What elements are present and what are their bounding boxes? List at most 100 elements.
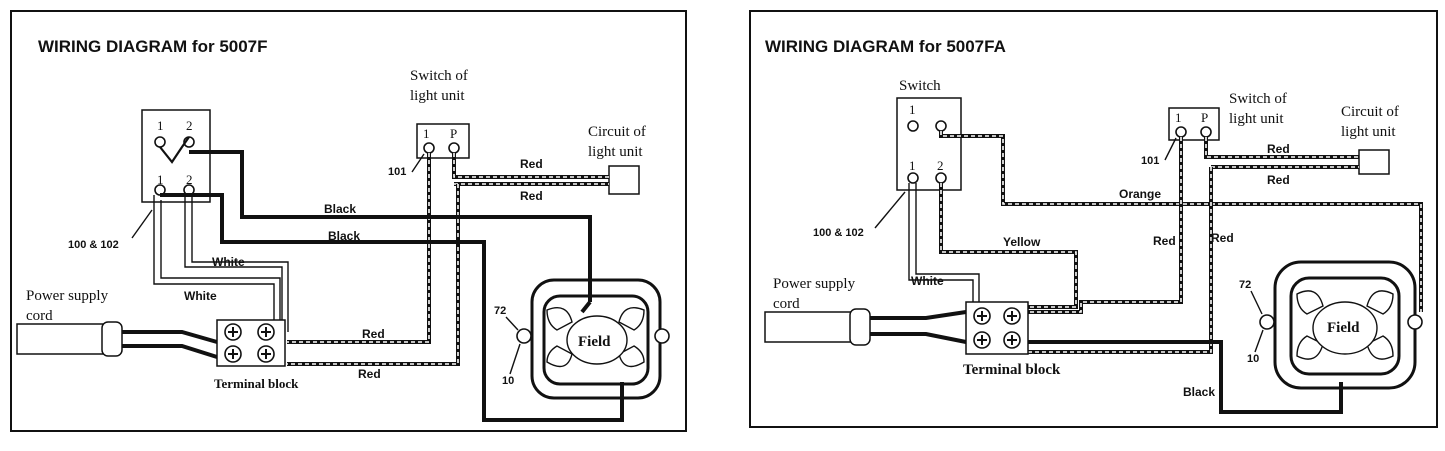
switch-terminal-label: 2 [186,118,193,133]
light-unit-circuit [1358,149,1390,175]
power-cord-label: cord [773,296,800,312]
switch-terminal-label: 2 [937,158,944,173]
light-switch-terminal [1200,126,1212,138]
light-switch-terminal [1175,126,1187,138]
circuit-title: Circuit of [1341,104,1399,120]
field-label: Field [1327,320,1360,336]
power-cord-label: Power supply [773,276,856,292]
switch-terminal [907,120,919,132]
switch-terminal-label: 1 [157,172,164,187]
light-switch-title: Switch of [410,68,468,84]
light-switch-title: Switch of [1229,91,1287,107]
wire-red [287,153,431,344]
wire-label-white: White [184,289,217,303]
light-switch-label: 1 [1175,110,1182,125]
wire-label-red: Red [362,327,385,341]
wire-black [189,150,592,302]
wire-white [908,183,974,308]
light-switch-ref: 101 [1141,155,1159,167]
leader-line [1250,290,1263,315]
switch-title: Switch [899,78,941,94]
wire-black [160,193,624,422]
switch-terminal-label: 1 [909,158,916,173]
power-cord-wire [870,310,967,320]
wire-label-red: Red [358,367,381,381]
wire-black [1026,340,1343,414]
switch-terminal [154,136,166,148]
leader-line [1164,137,1177,161]
wire-label-red: Red [1267,173,1290,187]
terminal-screw [973,307,991,325]
diagram-5007fa-canvas: WIRING DIAGRAM for 5007FA Switch 1 1 2 1… [764,37,1423,414]
light-switch-label: P [1201,110,1208,125]
terminal-screw [257,345,275,363]
leader-line [509,343,521,375]
main-switch [896,97,962,191]
terminal-screw [224,323,242,341]
power-cord-wire [122,330,218,344]
leader-line [411,153,425,173]
circuit-title: Circuit of [588,124,646,140]
switch-terminal-label: 1 [157,118,164,133]
leader-line [874,191,906,229]
wire-white [184,195,283,332]
switch-ref-label: 100 & 102 [68,239,119,251]
light-switch-ref: 101 [388,166,406,178]
power-cord-plug [764,311,854,343]
wire-label-black: Black [324,202,356,216]
switch-ref-label: 100 & 102 [813,227,864,239]
switch-terminal [935,120,947,132]
motor-field [516,278,670,400]
light-switch-terminal [448,142,460,154]
wire-label-yellow: Yellow [1003,235,1041,249]
terminal-screw [973,331,991,349]
wire-label-red: Red [520,157,543,171]
wiring-diagram-5007f: WIRING DIAGRAM for 5007F 1 2 1 2 100 & 1… [10,10,687,432]
diagram-5007f-canvas: WIRING DIAGRAM for 5007F 1 2 1 2 100 & 1… [16,37,670,422]
leader-line [1254,329,1264,353]
light-switch-title: light unit [410,88,465,104]
terminal-block-label: Terminal block [963,362,1061,378]
wire-label-white: White [911,274,944,288]
light-unit-circuit [608,165,640,195]
power-cord-label: Power supply [26,288,109,304]
motor-field [1259,260,1423,390]
light-switch-title: light unit [1229,111,1284,127]
wire-label-white: White [212,255,245,269]
switch-terminal [935,172,947,184]
circuit-title: light unit [1341,124,1396,140]
terminal-block [965,301,1029,355]
wiring-diagram-5007fa: WIRING DIAGRAM for 5007FA Switch 1 1 2 1… [749,10,1438,428]
field-label: Field [578,334,611,350]
switch-terminal-label: 2 [186,172,193,187]
ref-10: 10 [1247,353,1259,365]
wire-label-red: Red [520,189,543,203]
light-switch-label: 1 [423,126,430,141]
terminal-block-label: Terminal block [214,376,299,391]
wire-label-black: Black [1183,385,1215,399]
wire-red [1026,137,1183,314]
diagram-title: WIRING DIAGRAM for 5007FA [765,37,1006,56]
circuit-title: light unit [588,144,643,160]
power-cord-boot [849,308,871,346]
wire-label-orange: Orange [1119,187,1161,201]
power-cord-boot [101,321,123,357]
leader-line [131,209,153,239]
ref-10: 10 [502,375,514,387]
terminal-screw [1003,307,1021,325]
switch-jumper [159,136,190,164]
terminal-screw [257,323,275,341]
leader-line [505,316,519,331]
ref-72: 72 [494,305,506,317]
power-cord-wire [870,332,967,344]
light-switch-label: P [450,126,457,141]
wire-label-red: Red [1211,231,1234,245]
diagram-title: WIRING DIAGRAM for 5007F [38,37,268,56]
wire-label-red: Red [1153,234,1176,248]
power-cord-wire [122,344,218,359]
light-switch-terminal [423,142,435,154]
ref-72: 72 [1239,279,1251,291]
terminal-screw [224,345,242,363]
terminal-screw [1003,331,1021,349]
wire-label-red: Red [1267,142,1290,156]
